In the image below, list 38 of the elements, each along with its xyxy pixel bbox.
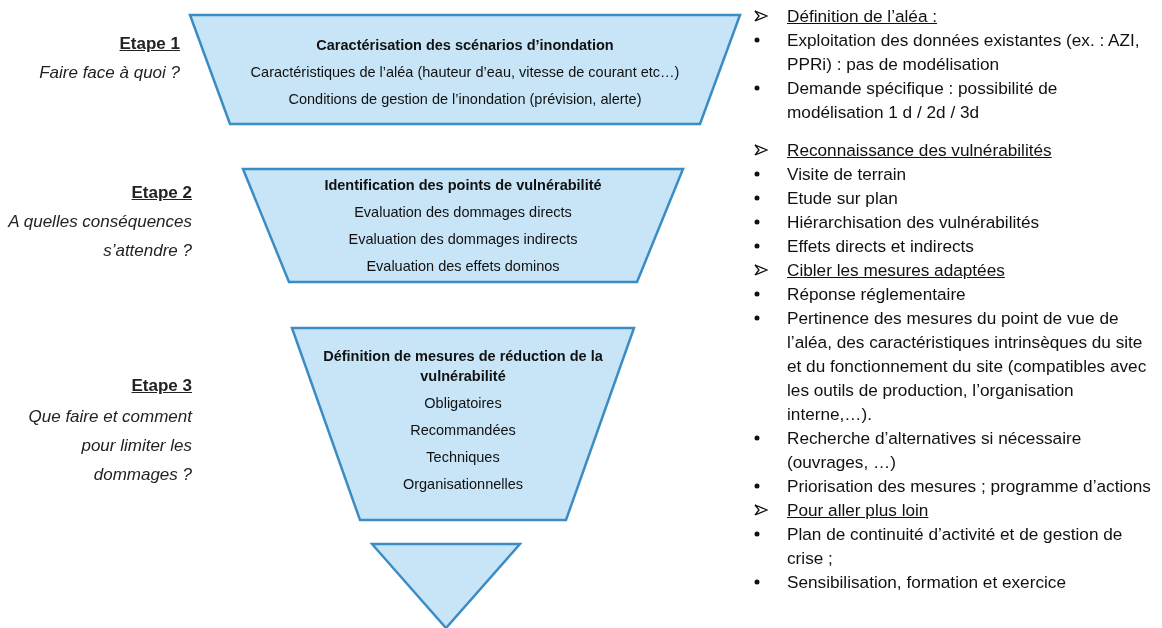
step-question: Que faire et comment pour limiter les dommages ? bbox=[27, 406, 192, 486]
list-item: Priorisation des mesures ; programme d’actions bbox=[787, 476, 1151, 496]
list-item: Visite de terrain bbox=[787, 164, 907, 184]
node-text: Conditions de gestion de l’inondation (prévision, alerte) bbox=[287, 90, 643, 109]
step-question: A quelles conséquences s’attendre ? bbox=[7, 211, 192, 262]
list-item: Exploitation des données existantes (ex. : AZI, PPRi) : pas de modélisation bbox=[787, 30, 1140, 74]
step-title: Etape 1 bbox=[119, 34, 180, 54]
node-text: Evaluation des effets dominos bbox=[365, 257, 561, 276]
list-item: Pertinence des mesures du point de vue de l’aléa, des caractéristiques intrinsèques du site et du fonctionnement du site (compatibles avec les outils de production, l’organisation interne,…). bbox=[787, 308, 1147, 424]
list-item: Recherche d’alternatives si nécessaire (ouvrages, …) bbox=[787, 428, 1082, 472]
funnel-segment bbox=[290, 326, 636, 522]
list-heading: Pour aller plus loin bbox=[787, 500, 929, 520]
list-item: Sensibilisation, formation et exercice bbox=[787, 572, 1066, 592]
list-item: Plan de continuité d’activité et de gestion de crise ; bbox=[787, 524, 1123, 568]
node-text: Evaluation des dommages directs bbox=[353, 203, 573, 222]
list-item: Réponse réglementaire bbox=[787, 284, 966, 304]
funnel-segment bbox=[241, 167, 685, 284]
node-text: Recommandées bbox=[409, 421, 517, 440]
node-heading: Identification des points de vulnérabilité bbox=[323, 176, 603, 195]
step-title: Etape 3 bbox=[131, 376, 192, 396]
node-heading: Définition de mesures de réduction de la vulnérabilité bbox=[322, 347, 604, 386]
list-item: Etude sur plan bbox=[787, 188, 898, 208]
node-text: Caractéristiques de l’aléa (hauteur d’eau, vitesse de courant etc…) bbox=[249, 63, 681, 82]
list-heading: Cibler les mesures adaptées bbox=[787, 260, 1005, 280]
list-heading: Reconnaissance des vulnérabilités bbox=[787, 140, 1052, 160]
node-heading: Caractérisation des scénarios d’inondation bbox=[315, 36, 615, 55]
node-text: Techniques bbox=[425, 448, 501, 467]
step-title: Etape 2 bbox=[131, 183, 192, 203]
list-heading: Définition de l’aléa : bbox=[787, 6, 937, 26]
funnel-segment bbox=[188, 13, 742, 126]
list-item: Hiérarchisation des vulnérabilités bbox=[787, 212, 1040, 232]
node-text: Organisationnelles bbox=[401, 475, 525, 494]
list-item: Effets directs et indirects bbox=[787, 236, 974, 256]
funnel-tip bbox=[370, 542, 522, 628]
node-text: Evaluation des dommages indirects bbox=[347, 230, 579, 249]
list-item: Demande spécifique : possibilité de modélisation 1 d / 2d / 3d bbox=[787, 78, 1058, 122]
step-question: Faire face à quoi ? bbox=[38, 62, 180, 84]
node-text: Obligatoires bbox=[423, 394, 503, 413]
